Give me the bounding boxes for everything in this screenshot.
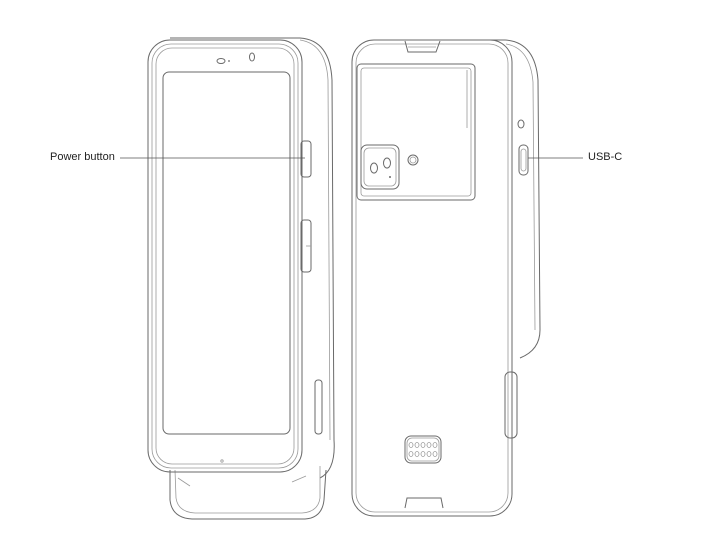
front-camera-icon	[249, 52, 255, 62]
front-side-slot	[314, 379, 323, 435]
earpiece-icon	[216, 58, 226, 64]
power-button-label: Power button	[50, 151, 115, 163]
front-screen	[162, 71, 291, 435]
front-body-outline	[147, 39, 303, 473]
bottom-notch	[404, 497, 444, 509]
pogo-connector	[404, 435, 442, 464]
flash-icon	[407, 154, 419, 166]
rear-camera-lens-icon	[383, 157, 391, 169]
back-side-slot	[504, 371, 518, 439]
front-case-outline	[170, 37, 335, 479]
back-view-device	[351, 39, 541, 517]
side-hole-icon	[517, 119, 525, 129]
usb-c-port	[518, 144, 529, 176]
camera-module-plate	[356, 63, 476, 201]
front-base	[169, 469, 327, 520]
back-case-outline	[490, 39, 541, 359]
top-notch	[404, 40, 441, 53]
back-body-outline	[351, 39, 513, 517]
power-button	[300, 140, 312, 178]
rear-camera-housing	[360, 144, 400, 190]
usb-c-label: USB-C	[588, 151, 623, 163]
front-view-device	[147, 37, 335, 520]
rear-camera-lens-icon	[370, 162, 378, 174]
